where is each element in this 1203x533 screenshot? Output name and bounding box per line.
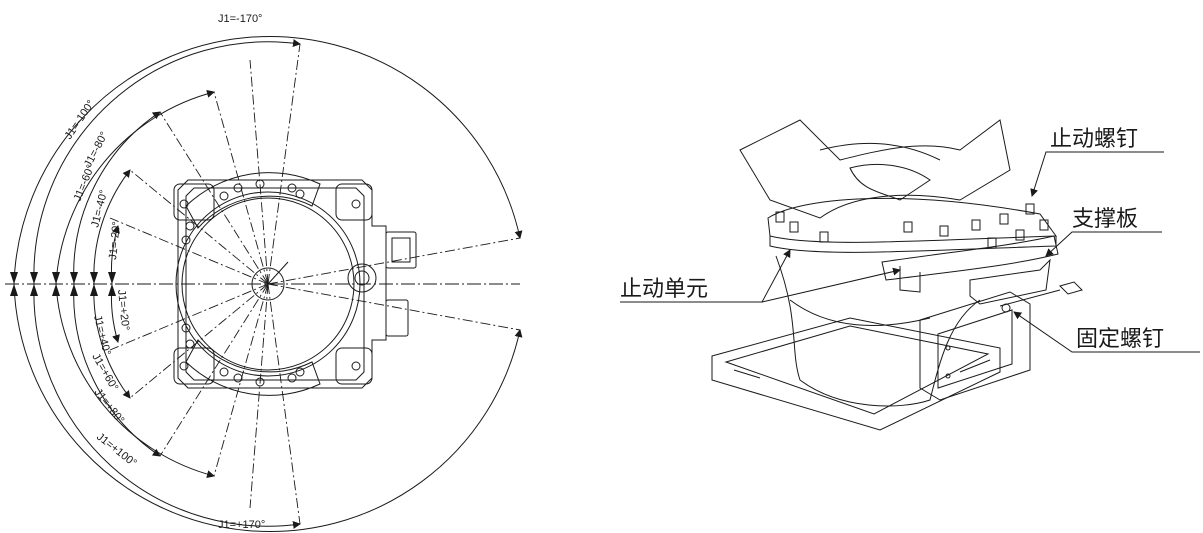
arc-40 bbox=[93, 169, 131, 285]
label-j1-pos100: J1=+100° bbox=[94, 431, 139, 470]
callout-support-plate: 支撑板 bbox=[1072, 207, 1138, 232]
robot-base-outline bbox=[173, 179, 417, 389]
label-j1-pos40: J1=+40° bbox=[91, 314, 113, 357]
arc-60 bbox=[73, 111, 161, 285]
turntable bbox=[175, 191, 361, 377]
stop-unit-bottom bbox=[181, 323, 321, 396]
flange-bolts bbox=[775, 203, 1049, 249]
baseline-arrowheads bbox=[10, 272, 116, 296]
leader-lines bbox=[620, 151, 1200, 353]
leader-stop-screw bbox=[1030, 151, 1164, 197]
callout-stop-screw: 止动螺钉 bbox=[1050, 127, 1138, 152]
label-j1-neg20: J1=-20° bbox=[107, 221, 123, 260]
arc-60-neg bbox=[73, 283, 161, 457]
label-j1-neg100: J1=-100° bbox=[63, 98, 98, 142]
label-j1-pos60: J1=+60° bbox=[89, 352, 120, 394]
arc-40-neg bbox=[93, 283, 131, 399]
support-plate-shape bbox=[881, 235, 1059, 281]
label-j1-pos170: J1=+170° bbox=[218, 519, 265, 531]
label-j1-pos20: J1=+20° bbox=[115, 289, 131, 331]
callout-fixing-screw: 固定螺钉 bbox=[1076, 327, 1164, 352]
arc-80 bbox=[55, 89, 215, 285]
arc-170-neg bbox=[13, 283, 523, 533]
label-j1-neg170: J1=-170° bbox=[218, 13, 262, 25]
label-j1-pos80: J1=+80° bbox=[92, 386, 127, 426]
callout-labels: 止动螺钉 支撑板 止动单元 固定螺钉 bbox=[620, 127, 1164, 352]
arc-170 bbox=[13, 35, 523, 285]
leader-stop-unit-b bbox=[761, 267, 901, 303]
label-j1-neg60: J1=-60° bbox=[72, 163, 97, 203]
callout-stop-unit: 止动单元 bbox=[620, 277, 708, 302]
fixing-screw bbox=[999, 281, 1083, 313]
arc-100-neg bbox=[33, 283, 301, 529]
leader-fixing-screw bbox=[1013, 311, 1200, 353]
stop-unit-top bbox=[181, 172, 321, 245]
dimension-arcs bbox=[13, 35, 523, 533]
j1-range-diagram bbox=[5, 35, 523, 533]
arc-100 bbox=[33, 39, 301, 285]
angle-rays bbox=[109, 43, 521, 525]
robot-base-isometric bbox=[711, 119, 1083, 431]
arc-80-neg bbox=[55, 283, 215, 479]
leader-support-plate bbox=[1045, 231, 1162, 257]
